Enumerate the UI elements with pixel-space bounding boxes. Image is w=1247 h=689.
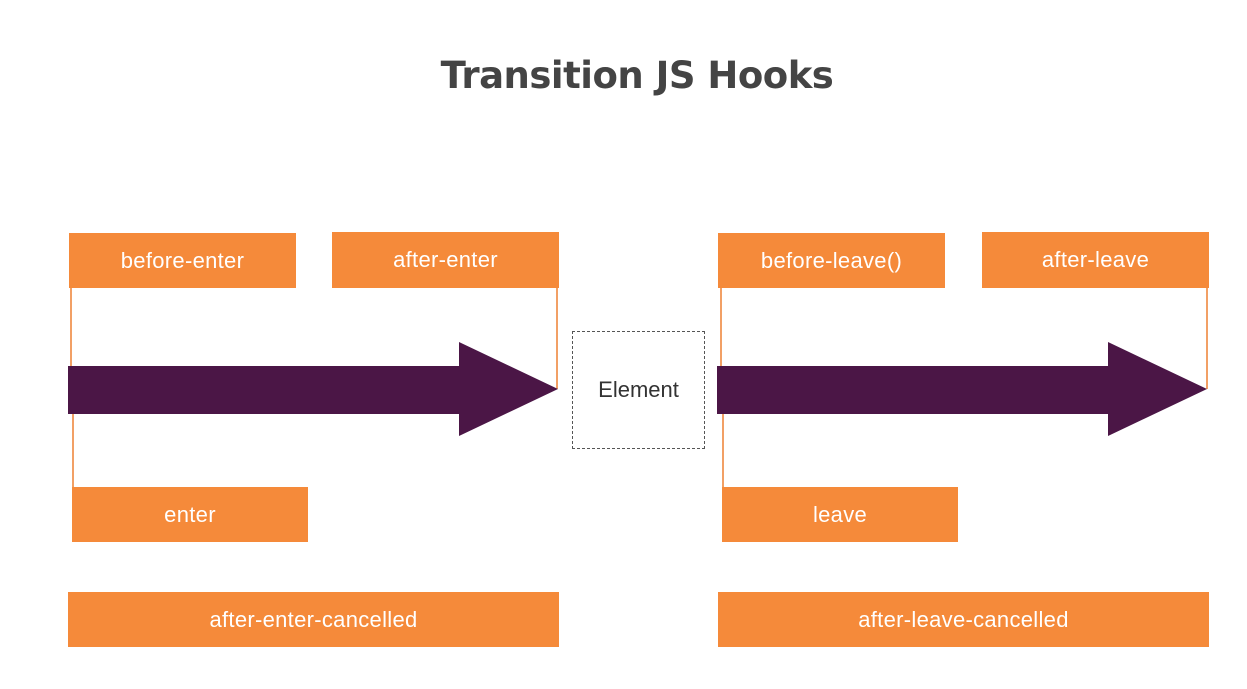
before-enter-connector <box>70 288 72 367</box>
before-leave-hook: before-leave() <box>718 233 945 288</box>
leave-hook: leave <box>722 487 958 542</box>
after-leave-cancelled-hook: after-leave-cancelled <box>718 592 1209 647</box>
after-enter-hook: after-enter <box>332 232 559 288</box>
page-title: Transition JS Hooks <box>440 54 834 97</box>
leave-arrow-shape <box>717 342 1207 436</box>
enter-arrow-shape <box>68 342 558 436</box>
enter-connector <box>72 411 74 489</box>
after-leave-connector <box>1206 288 1208 389</box>
leave-arrow <box>717 342 1207 436</box>
after-leave-hook: after-leave <box>982 232 1209 288</box>
after-enter-cancelled-hook: after-enter-cancelled <box>68 592 559 647</box>
before-enter-hook: before-enter <box>69 233 296 288</box>
enter-hook: enter <box>72 487 308 542</box>
leave-connector <box>722 411 724 489</box>
enter-arrow <box>68 342 558 436</box>
after-enter-connector <box>556 288 558 389</box>
before-leave-connector <box>720 288 722 367</box>
element-box: Element <box>572 331 705 449</box>
